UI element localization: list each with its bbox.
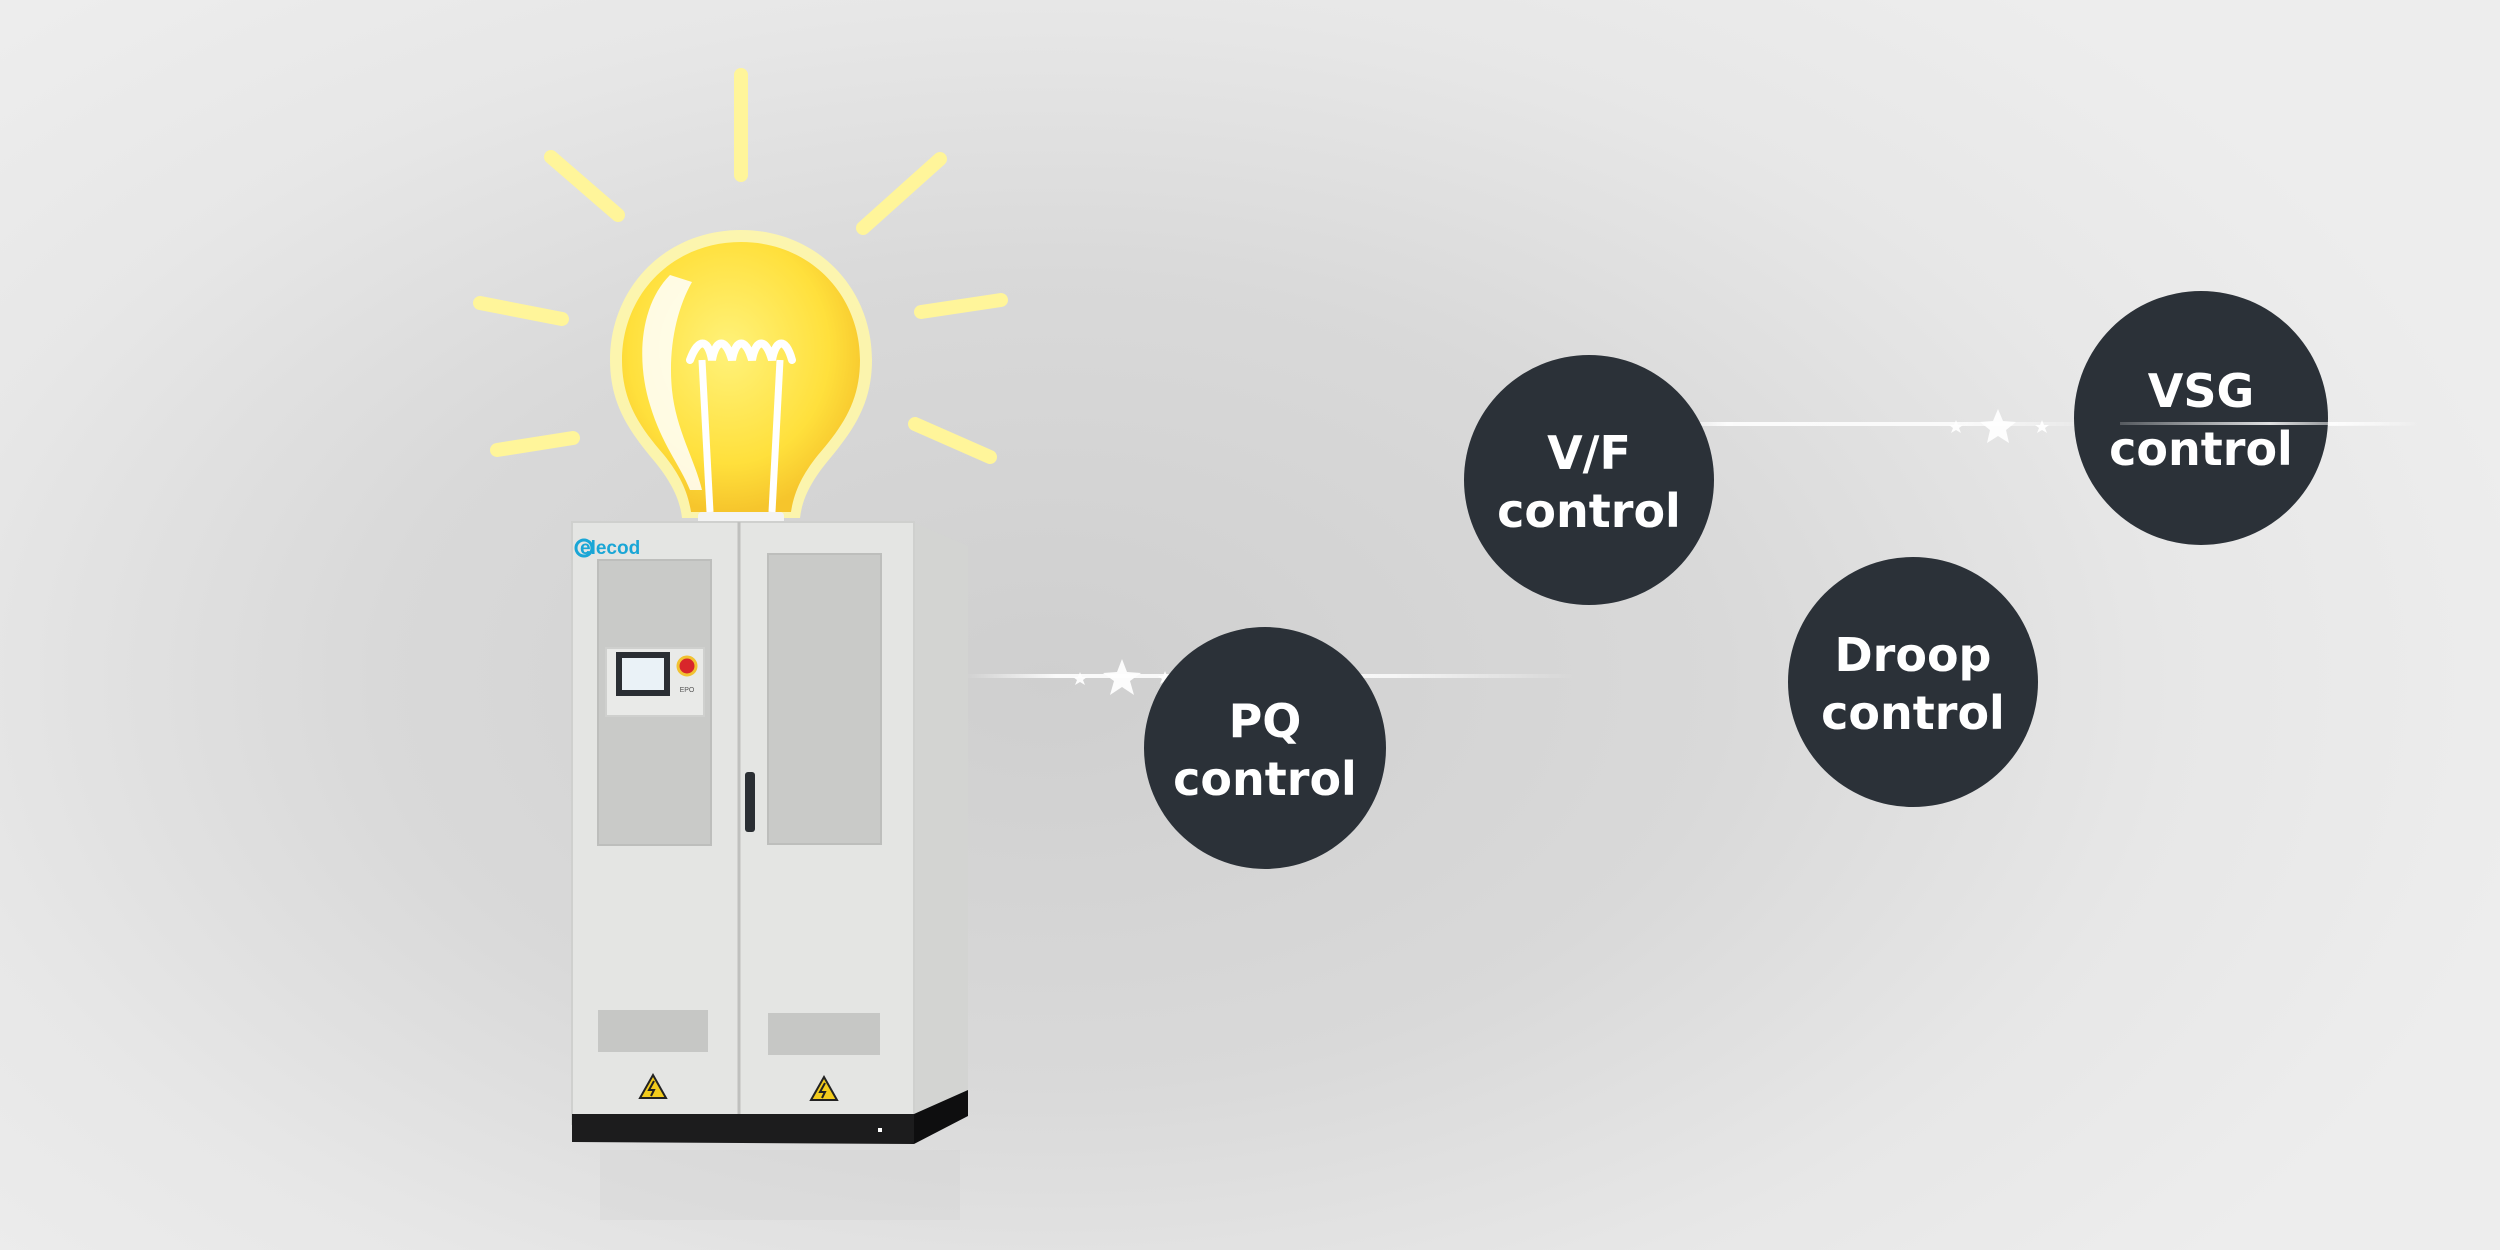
- door-handle: [745, 772, 755, 832]
- logo-mark: [574, 538, 594, 558]
- vf-control-label-line1: V/F: [1547, 426, 1631, 480]
- emergency-stop-button: [676, 655, 698, 677]
- vsg-control-label-line1: VSG: [2147, 364, 2255, 418]
- brand-logo: elecod: [580, 538, 640, 559]
- bulb-rays: [473, 68, 1008, 464]
- droop-control-badge: Droop control: [1788, 557, 2038, 807]
- epo-label: EPO: [680, 687, 695, 694]
- vf-control-label-line2: control: [1497, 484, 1681, 538]
- pq-control-badge: PQ control: [1144, 627, 1386, 869]
- vsg-control-label-line2: control: [2109, 422, 2293, 476]
- streak-vf-vsg: [1660, 422, 2100, 426]
- droop-control-label-line1: Droop: [1834, 628, 1992, 682]
- pq-control-label-line2: control: [1173, 752, 1357, 806]
- vsg-control-badge: VSG control: [2074, 291, 2328, 545]
- energy-storage-cabinet: EPO elecod: [571, 521, 968, 1220]
- high-voltage-warning-icon: [638, 1072, 668, 1099]
- star-sparkle-icon: [1949, 409, 2049, 443]
- vf-control-badge: V/F control: [1464, 355, 1714, 605]
- high-voltage-warning-icon: [809, 1074, 839, 1101]
- light-bulb-icon: [473, 68, 1008, 534]
- droop-control-label-line2: control: [1821, 686, 2005, 740]
- pq-control-label-line1: PQ: [1228, 694, 1302, 748]
